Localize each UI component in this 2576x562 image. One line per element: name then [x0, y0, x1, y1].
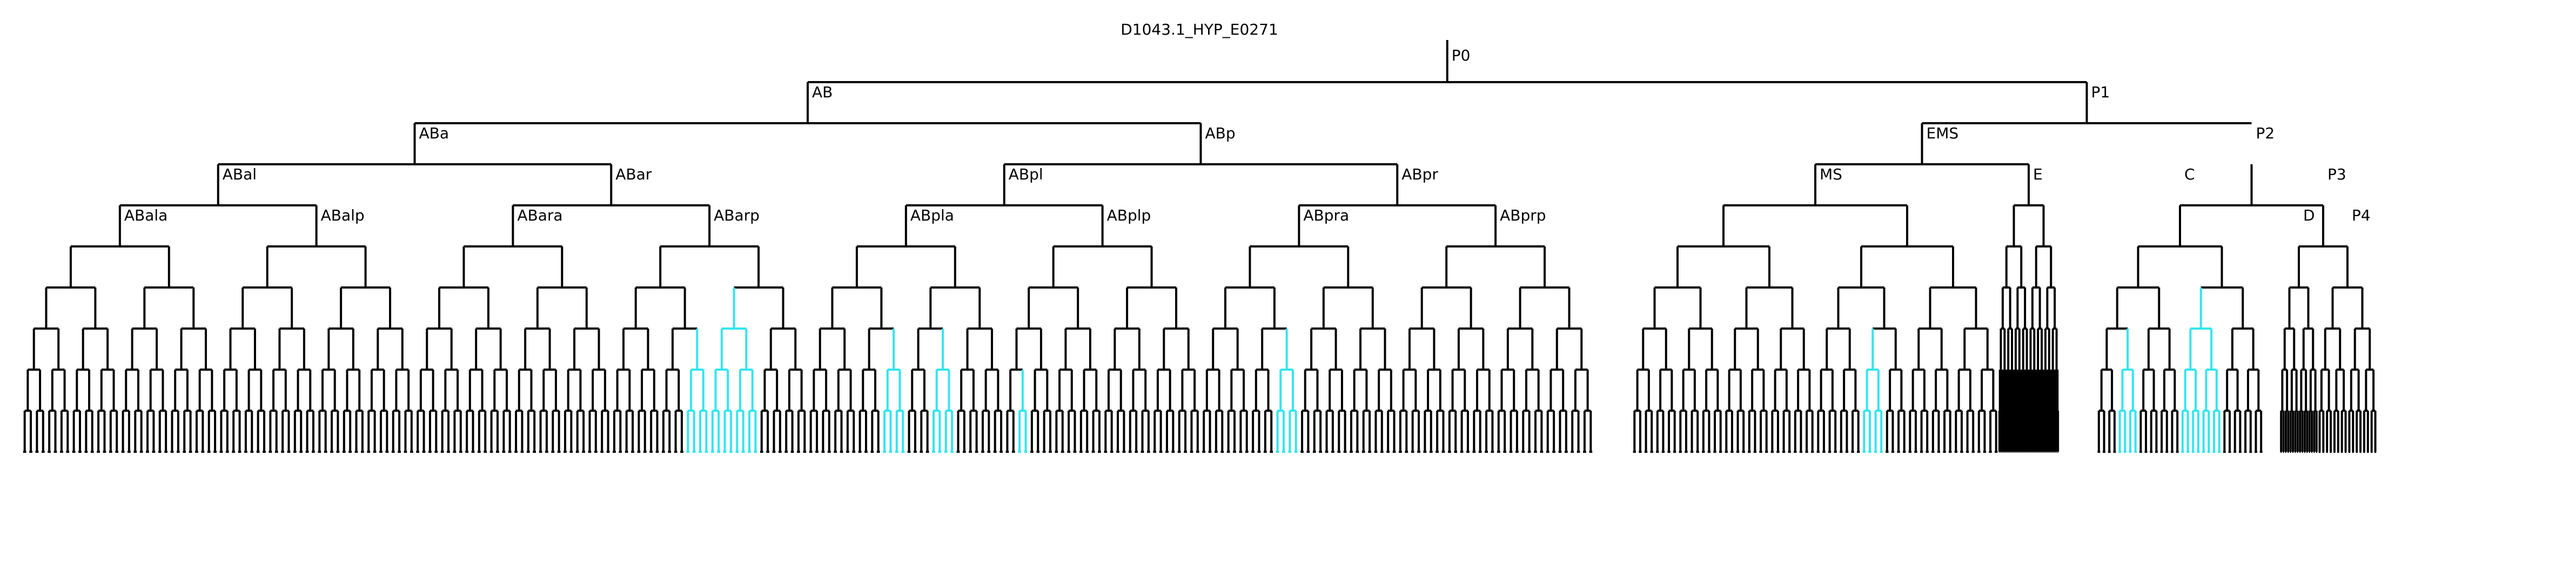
node-label-c: C [2184, 165, 2195, 183]
node-label-abpl: ABpl [1009, 165, 1043, 183]
node-label-abalp: ABalp [321, 206, 365, 224]
node-label-d: D [2303, 206, 2315, 224]
node-label-abala: ABala [124, 206, 167, 224]
node-label-abara: ABara [517, 206, 562, 224]
node-label-p0: P0 [1452, 46, 1471, 64]
node-label-abpla: ABpla [910, 206, 954, 224]
node-label-abal: ABal [223, 165, 257, 183]
node-label-abarp: ABarp [714, 206, 760, 224]
node-label-abprp: ABprp [1500, 206, 1546, 224]
node-label-p1: P1 [2091, 83, 2110, 101]
node-label-aba: ABa [419, 124, 450, 142]
node-label-abpr: ABpr [1401, 165, 1438, 183]
tree-edges [23, 40, 2377, 453]
node-label-abar: ABar [615, 165, 652, 183]
node-label-ems: EMS [1927, 124, 1959, 142]
node-label-abpra: ABpra [1303, 206, 1349, 224]
node-label-abplp: ABplp [1107, 206, 1151, 224]
node-label-abp: ABp [1205, 124, 1236, 142]
node-label-p2: P2 [2256, 124, 2275, 142]
node-label-p3: P3 [2327, 165, 2346, 183]
figure-title: D1043.1_HYP_E0271 [1121, 21, 1278, 38]
node-label-ab: AB [812, 83, 833, 101]
node-label-e: E [2033, 165, 2043, 183]
node-label-ms: MS [1820, 165, 1842, 183]
node-label-p4: P4 [2352, 206, 2371, 224]
